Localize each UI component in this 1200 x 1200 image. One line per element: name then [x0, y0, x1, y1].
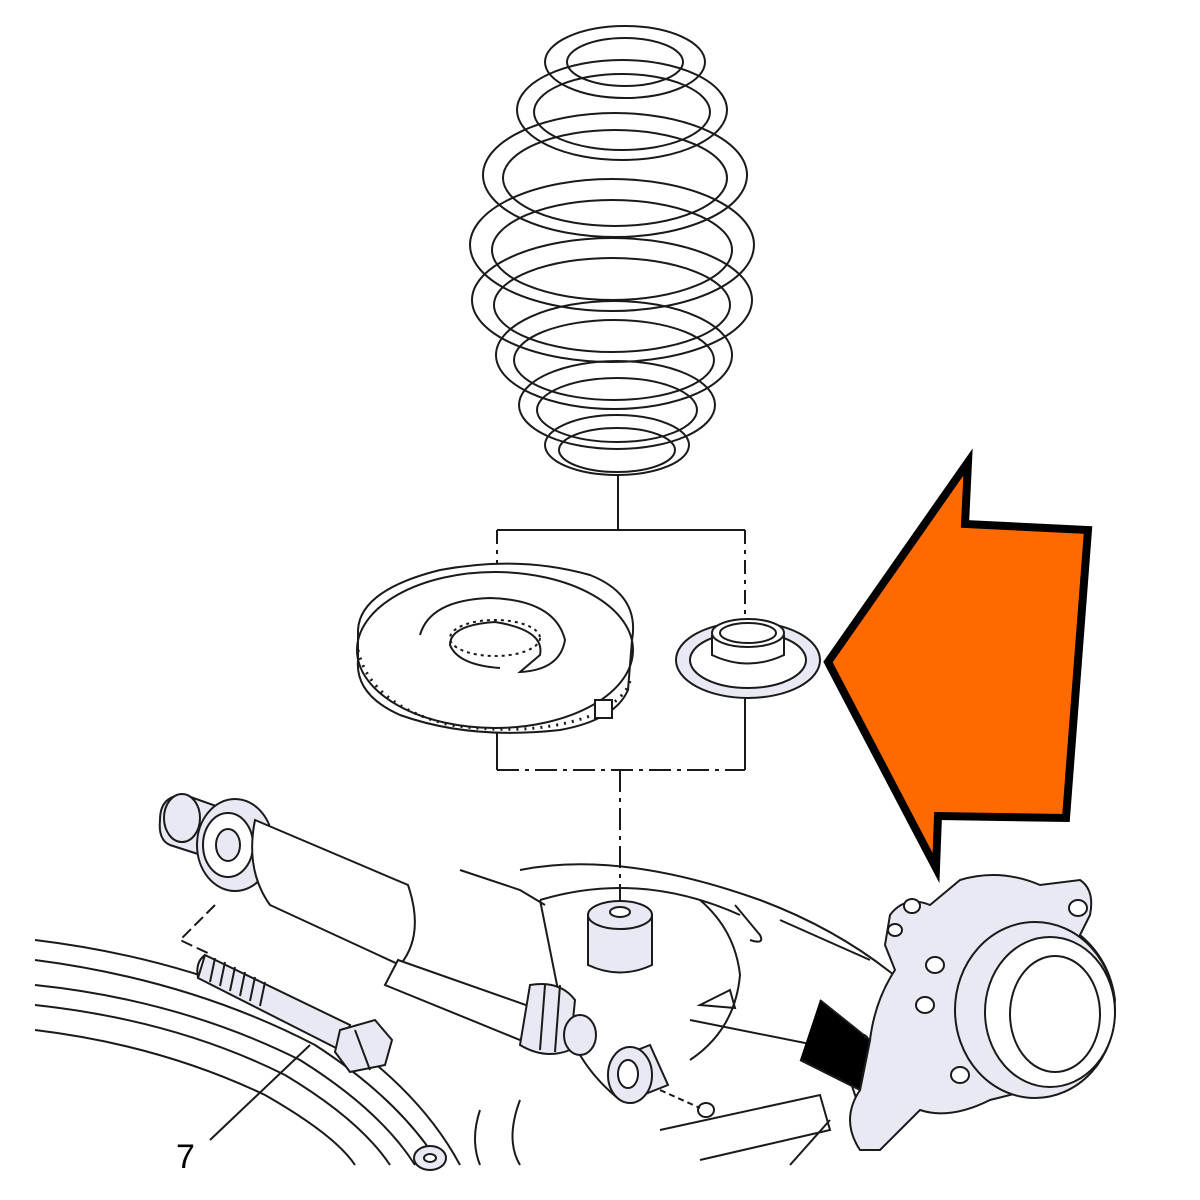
shock-bracket-lines: [178, 904, 216, 956]
spring-seat-bushing: [675, 618, 821, 699]
callout-label-7: 7: [176, 1138, 195, 1176]
bump-stop: [587, 900, 653, 974]
coil-spring: [469, 25, 755, 476]
spring-seat-pad: [356, 562, 635, 734]
rubber-bushing: [607, 1043, 715, 1118]
wheel-hub-carrier: [779, 874, 1117, 1151]
callout-leader-7: [209, 1044, 311, 1141]
shock-absorber: [158, 793, 597, 1056]
bolt: [196, 953, 394, 1074]
highlight-arrow: [823, 448, 1093, 884]
washer: [413, 1145, 447, 1171]
